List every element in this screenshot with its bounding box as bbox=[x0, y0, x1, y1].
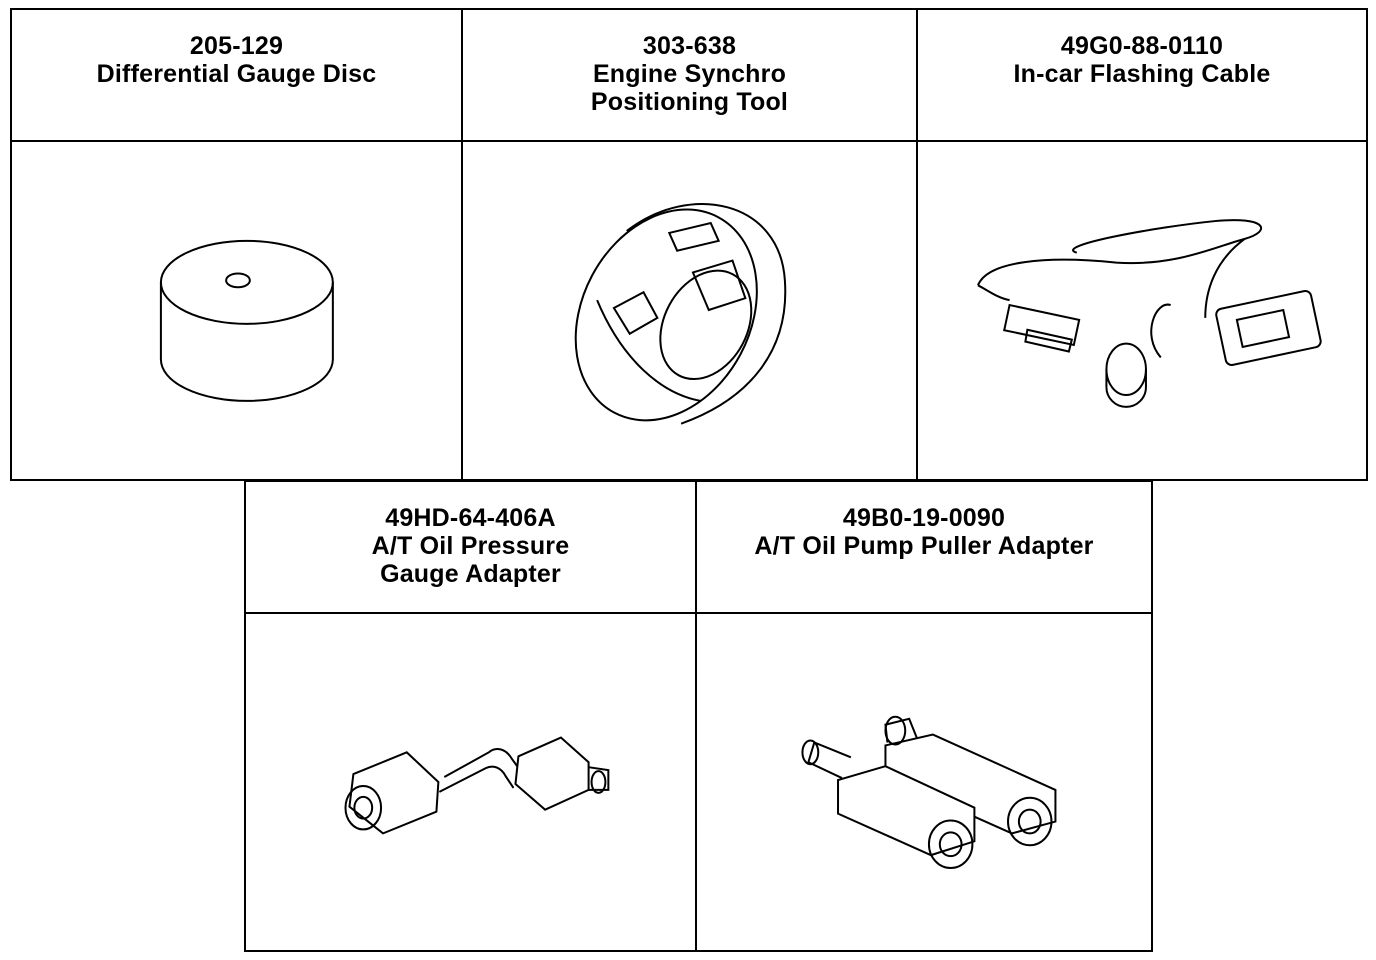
gauge-disc-icon bbox=[12, 142, 461, 479]
tool-name: A/T Oil Pressure bbox=[371, 532, 570, 560]
tool-number: 205-129 bbox=[189, 32, 284, 60]
tool-cell-205-129: 205-129 Differential Gauge Disc bbox=[10, 8, 463, 481]
tool-name: Gauge Adapter bbox=[380, 560, 561, 588]
tool-name: A/T Oil Pump Puller Adapter bbox=[754, 532, 1094, 560]
tool-header: 49G0-88-0110 In-car Flashing Cable bbox=[918, 10, 1366, 142]
tool-number: 49HD-64-406A bbox=[385, 504, 556, 532]
tool-number: 303-638 bbox=[642, 32, 737, 60]
tool-name: Positioning Tool bbox=[590, 88, 789, 116]
tool-header: 49B0-19-0090 A/T Oil Pump Puller Adapter bbox=[697, 482, 1151, 614]
flashing-cable-icon bbox=[918, 142, 1366, 479]
tool-header: 49HD-64-406A A/T Oil Pressure Gauge Adap… bbox=[246, 482, 695, 614]
tool-cell-49G0-88-0110: 49G0-88-0110 In-car Flashing Cable bbox=[916, 8, 1368, 481]
tool-cell-49B0-19-0090: 49B0-19-0090 A/T Oil Pump Puller Adapter bbox=[695, 480, 1153, 952]
tool-header: 205-129 Differential Gauge Disc bbox=[12, 10, 461, 142]
tool-header: 303-638 Engine Synchro Positioning Tool bbox=[463, 10, 916, 142]
tool-name: Engine Synchro bbox=[592, 60, 787, 88]
oil-pressure-adapter-icon bbox=[246, 614, 695, 950]
oil-pump-puller-adapter-icon bbox=[697, 614, 1151, 950]
tool-name: Differential Gauge Disc bbox=[96, 60, 377, 88]
tool-number: 49B0-19-0090 bbox=[842, 504, 1006, 532]
synchro-positioning-tool-icon bbox=[463, 142, 916, 479]
tool-cell-303-638: 303-638 Engine Synchro Positioning Tool bbox=[461, 8, 918, 481]
tool-number: 49G0-88-0110 bbox=[1060, 32, 1224, 60]
tool-name: In-car Flashing Cable bbox=[1013, 60, 1271, 88]
tool-cell-49HD-64-406A: 49HD-64-406A A/T Oil Pressure Gauge Adap… bbox=[244, 480, 697, 952]
